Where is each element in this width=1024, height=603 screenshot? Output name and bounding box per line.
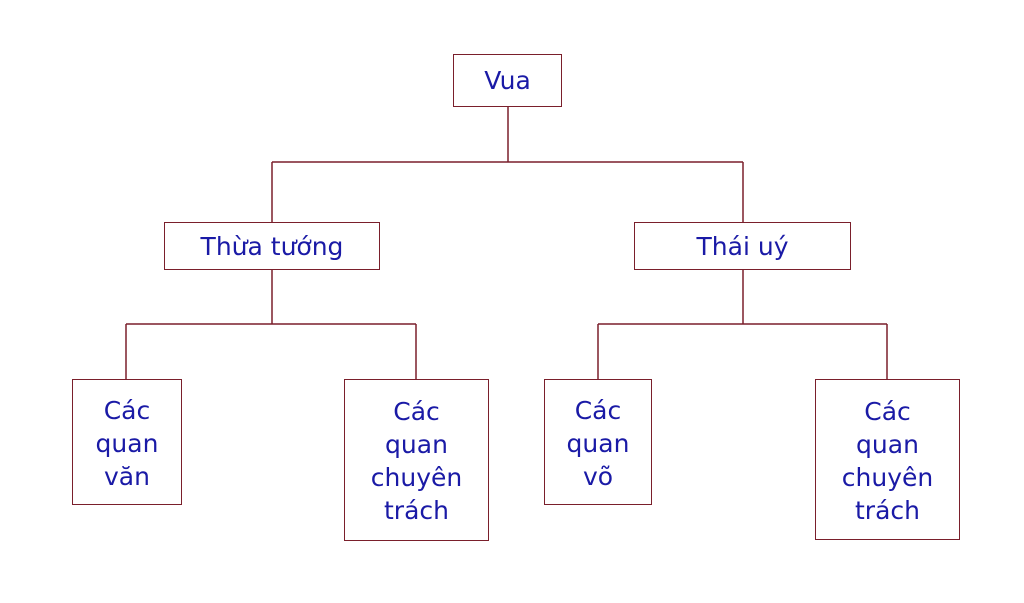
node-civil-label: Các quan văn [95,395,159,491]
node-military: Các quan võ [544,379,652,505]
node-civil-special-label: Các quan chuyên trách [370,397,463,525]
node-military-label: Các quan võ [566,395,630,491]
node-military-special: Các quan chuyên trách [815,379,960,540]
node-commander: Thái uý [634,222,851,270]
node-military-special-label: Các quan chuyên trách [841,396,934,525]
node-civil: Các quan văn [72,379,182,505]
node-commander-label: Thái uý [696,231,789,261]
node-chancellor-label: Thừa tướng [200,231,344,261]
node-civil-special: Các quan chuyên trách [344,379,489,541]
node-root: Vua [453,54,562,107]
node-chancellor: Thừa tướng [164,222,380,270]
node-root-label: Vua [484,66,531,95]
